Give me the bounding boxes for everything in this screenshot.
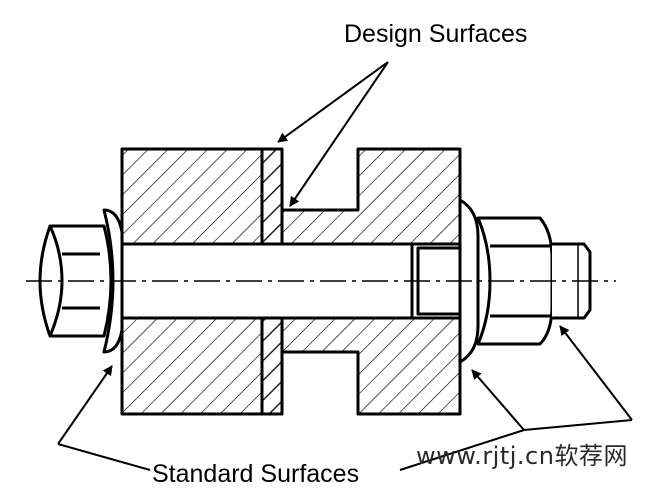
design-leader-1 bbox=[277, 61, 389, 143]
bolt-head-left-face bbox=[62, 252, 100, 310]
standard-leader-1 bbox=[57, 443, 151, 471]
design-surfaces-label: Design Surfaces bbox=[344, 20, 528, 48]
center-plate-lower bbox=[260, 316, 284, 416]
center-plate-upper bbox=[260, 147, 284, 246]
design-leader-2 bbox=[289, 61, 389, 207]
standard-surfaces-label: Standard Surfaces bbox=[152, 460, 360, 488]
standard-leader-3b bbox=[559, 325, 633, 421]
nut-face-lines bbox=[490, 244, 552, 318]
nut bbox=[476, 216, 554, 346]
right-plate-lower bbox=[280, 316, 462, 416]
left-plate-upper bbox=[120, 147, 264, 246]
standard-leader-2b bbox=[471, 369, 525, 431]
left-plate-lower bbox=[120, 316, 264, 416]
bolt-shank bbox=[112, 242, 412, 320]
standard-leader-2 bbox=[399, 429, 525, 471]
watermark-text: www.rjtj.cn软荐网 bbox=[416, 442, 628, 470]
standard-leader-1b bbox=[57, 365, 113, 445]
standard-leader-3 bbox=[523, 419, 633, 431]
right-plate-upper bbox=[280, 147, 462, 246]
